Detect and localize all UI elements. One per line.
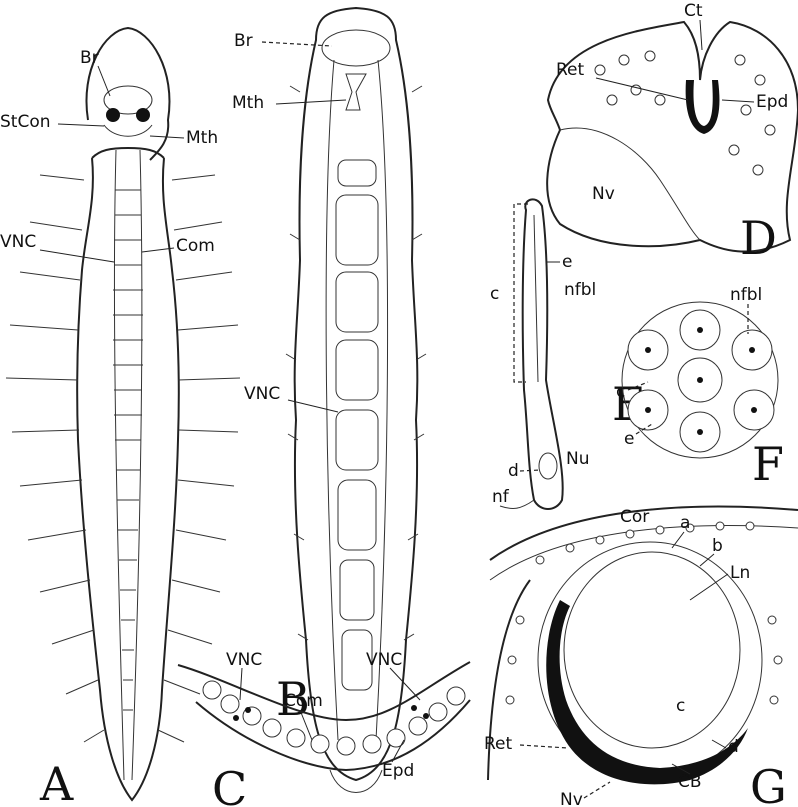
label-g-cb: CB bbox=[678, 772, 702, 792]
label-c-vnc-right: VNC bbox=[366, 650, 402, 670]
panel-letter-f: F bbox=[752, 437, 784, 491]
panel-g-drawing bbox=[488, 507, 798, 785]
label-f-nfbl: nfbl bbox=[730, 285, 762, 305]
label-e-nf: nf bbox=[492, 487, 510, 507]
label-d-epd: Epd bbox=[756, 92, 788, 112]
label-d-ret: Ret bbox=[556, 60, 585, 80]
label-a-vnc: VNC bbox=[0, 232, 36, 252]
panel-letter-a: A bbox=[39, 757, 74, 807]
label-a-br: Br bbox=[80, 48, 99, 68]
label-f-e: e bbox=[624, 429, 634, 449]
label-g-ret: Ret bbox=[484, 734, 513, 754]
panel-d-labels: Ct Ret Epd Nv D bbox=[556, 1, 788, 265]
label-e-nfbl: nfbl bbox=[564, 280, 596, 300]
panel-a-commissures bbox=[113, 190, 143, 710]
label-c-vnc-left: VNC bbox=[226, 650, 262, 670]
panel-b-setae bbox=[286, 86, 426, 640]
label-c-com: Com bbox=[284, 691, 323, 711]
panel-f-cells bbox=[628, 310, 774, 452]
label-g-ln: Ln bbox=[730, 563, 750, 583]
label-b-vnc: VNC bbox=[244, 384, 280, 404]
panel-b-ganglia bbox=[336, 160, 378, 690]
label-e-e: e bbox=[562, 252, 572, 272]
panel-c-drawing bbox=[178, 662, 470, 770]
panel-letter-g: G bbox=[750, 760, 787, 807]
label-a-stcon: StCon bbox=[0, 112, 51, 132]
panel-letter-c: C bbox=[212, 762, 247, 807]
label-g-a: a bbox=[680, 513, 690, 533]
panel-g-labels: Cor a b Ln c d Ret CB Nv G bbox=[484, 507, 787, 807]
label-a-com: Com bbox=[176, 236, 215, 256]
label-d-ct: Ct bbox=[684, 1, 703, 21]
label-g-cor: Cor bbox=[620, 507, 649, 527]
label-b-br: Br bbox=[234, 31, 253, 51]
label-e-d: d bbox=[508, 461, 519, 481]
label-g-nv: Nv bbox=[560, 790, 583, 807]
label-b-mth: Mth bbox=[232, 93, 264, 113]
label-g-c: c bbox=[676, 696, 685, 716]
label-g-d: d bbox=[728, 737, 739, 757]
panel-letter-d: D bbox=[740, 211, 777, 265]
label-c-epd: Epd bbox=[382, 761, 414, 781]
label-d-nv: Nv bbox=[592, 184, 615, 204]
panel-e-labels: c e nfbl d Nu nf E bbox=[490, 204, 646, 507]
panel-c-cells bbox=[203, 681, 465, 755]
label-e-nu: Nu bbox=[566, 449, 590, 469]
label-f-c: c bbox=[616, 382, 625, 402]
panel-a-setae bbox=[6, 175, 240, 742]
label-a-mth: Mth bbox=[186, 128, 218, 148]
panel-a-labels: Br StCon Mth VNC Com A bbox=[0, 48, 218, 807]
panel-d-cells bbox=[595, 51, 775, 175]
label-g-b: b bbox=[712, 536, 723, 556]
label-e-c: c bbox=[490, 284, 499, 304]
